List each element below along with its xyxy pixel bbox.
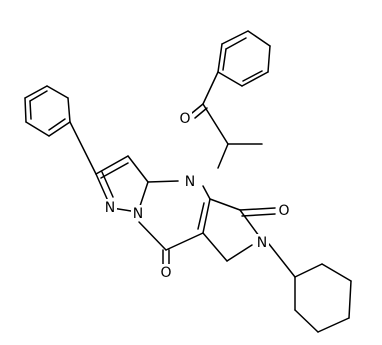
bond xyxy=(100,162,129,179)
bond xyxy=(48,118,66,131)
bond xyxy=(267,45,271,73)
bond xyxy=(239,207,276,211)
bond xyxy=(101,171,114,198)
bond xyxy=(69,121,97,175)
pyrimidinone-oxygen-label: O xyxy=(160,265,171,281)
bond xyxy=(209,198,241,211)
bond xyxy=(29,90,48,102)
ketone-oxygen-label: O xyxy=(179,111,190,127)
bond xyxy=(317,317,350,333)
bond xyxy=(67,97,71,123)
bond xyxy=(294,263,323,278)
bond xyxy=(202,71,219,105)
lactam-oxygen-label: O xyxy=(278,203,289,219)
pyrazole-nitrogen-atom: N xyxy=(103,199,117,216)
bond xyxy=(29,100,32,120)
bond xyxy=(202,185,211,200)
bond xyxy=(202,103,229,145)
bond xyxy=(165,232,204,251)
ketone-oxygen-atom: O xyxy=(178,110,192,127)
bond xyxy=(46,85,69,99)
bond xyxy=(138,221,167,251)
bond xyxy=(268,243,296,278)
bond xyxy=(95,173,109,202)
amide-nitrogen-atom: N xyxy=(255,234,269,251)
bond xyxy=(191,103,204,114)
bridgehead-nitrogen-label: N xyxy=(133,206,143,222)
pyrimidinone-oxygen-atom: O xyxy=(159,264,173,281)
bond xyxy=(127,155,149,183)
bond xyxy=(48,121,71,137)
bond xyxy=(294,309,319,333)
bond xyxy=(25,121,50,137)
bond xyxy=(202,232,228,262)
bond xyxy=(242,70,263,82)
pyrrole-nitrogen-label: N xyxy=(185,174,195,190)
bond xyxy=(241,71,269,87)
bond xyxy=(239,209,260,237)
pyrazole-nitrogen-label: N xyxy=(105,200,115,216)
bond xyxy=(95,155,129,175)
bond xyxy=(24,97,27,123)
bridgehead-nitrogen-atom: N xyxy=(131,205,145,222)
bond xyxy=(217,71,243,87)
bond xyxy=(217,43,223,73)
pyrrole-nitrogen-atom: N xyxy=(183,173,197,190)
bond xyxy=(222,48,227,71)
bond xyxy=(247,30,271,47)
bond xyxy=(226,244,253,262)
bond xyxy=(24,85,48,99)
atom-labels: O N N N N O O xyxy=(103,110,291,281)
bond xyxy=(147,180,179,183)
bond xyxy=(348,280,352,319)
amide-nitrogen-label: N xyxy=(257,235,267,251)
bond xyxy=(197,202,205,230)
bond xyxy=(321,263,352,282)
bond xyxy=(217,143,229,169)
bonds xyxy=(24,30,352,333)
bond xyxy=(194,107,208,119)
bond xyxy=(221,30,249,45)
bond xyxy=(138,181,149,210)
bond xyxy=(202,198,211,234)
bond xyxy=(241,213,276,217)
bond xyxy=(225,37,247,50)
lactam-oxygen-atom: O xyxy=(277,202,291,219)
